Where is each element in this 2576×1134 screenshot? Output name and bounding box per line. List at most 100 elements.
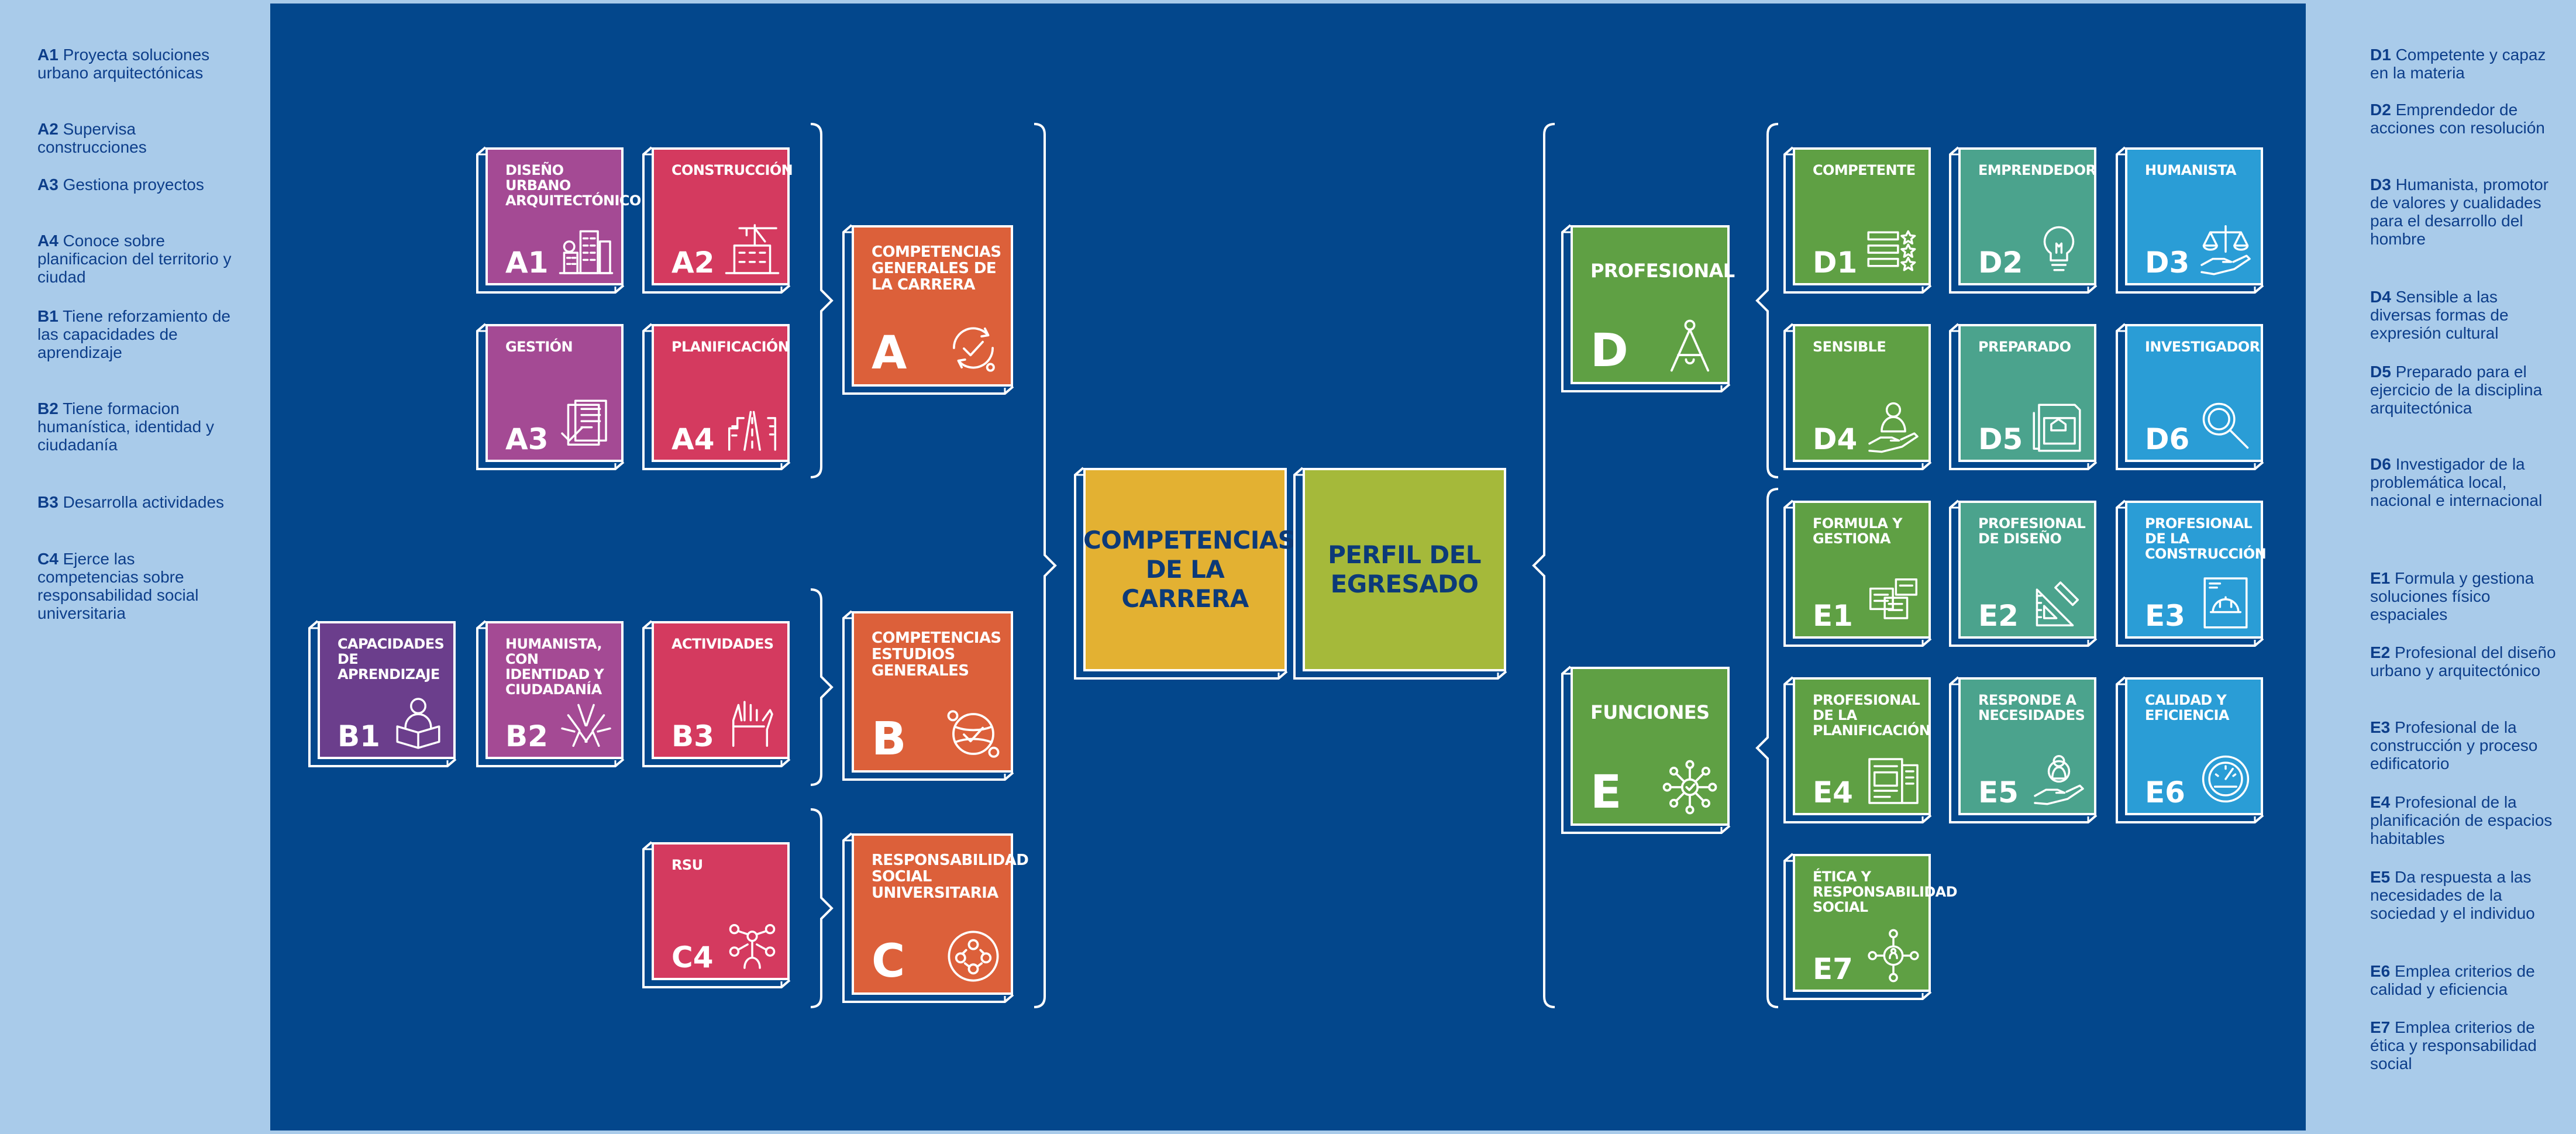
legend-code: E7 <box>2370 1018 2391 1036</box>
tile-frame <box>1783 146 1932 294</box>
tile-frame <box>842 832 1014 1003</box>
tile-code: A <box>872 327 907 380</box>
tile-face <box>1958 501 2096 639</box>
tile-frame <box>476 146 625 294</box>
legend-text: Gestiona proyectos <box>58 175 204 194</box>
tile-title: Perfil del egresado <box>1328 540 1481 598</box>
tile-title: Responde a necesidades <box>1978 692 2085 723</box>
legend-text: Tiene reforzamiento de las capacidades d… <box>37 307 230 361</box>
tile-title: Funciones <box>1590 701 1710 723</box>
tile-e7: Ética y responsabilidad socialE7 <box>1783 853 1958 1000</box>
legend-code: B2 <box>37 399 58 418</box>
tile-c4: RSU C4 <box>642 841 791 988</box>
tile-face <box>1793 324 1931 462</box>
tile-face <box>1303 468 1506 671</box>
tile-d1: CompetenteD1 <box>1783 146 1932 294</box>
tile-face <box>852 833 1013 995</box>
tile-title: Competente <box>1813 162 1916 178</box>
documents-icon <box>1869 578 1918 619</box>
legend-code: B3 <box>37 493 58 511</box>
tile-title: Preparado <box>1978 339 2071 355</box>
legend-code: E3 <box>2370 718 2391 736</box>
lightbulb-icon <box>2043 226 2075 271</box>
tile-frame <box>642 323 791 470</box>
tile-face <box>2125 147 2263 285</box>
tile-frame <box>642 146 791 294</box>
tile-title: RSU <box>671 857 703 873</box>
tile-e6: Calidad y eficienciaE6 <box>2116 676 2264 823</box>
bracket-d-group <box>1755 123 1779 478</box>
road-city-icon <box>728 411 777 451</box>
tile-a3: GestiónA3 <box>476 323 625 470</box>
tile-frame <box>476 620 625 767</box>
legend-code: D1 <box>2370 46 2391 64</box>
legend-text: Profesional de la planificación de espac… <box>2370 793 2553 847</box>
legend-text: Proyecta soluciones urbano arquitectónic… <box>37 46 210 82</box>
tile-d5: PreparadoD5 <box>1949 323 2098 470</box>
tile-code: A2 <box>671 246 715 280</box>
blueprint-icon <box>2033 404 2081 452</box>
tile-title: Profesional <box>1590 260 1735 282</box>
tile-code: A4 <box>671 422 715 456</box>
legend-code: E4 <box>2370 793 2391 811</box>
legend-item-d1: D1 Competente y capaz en la materia <box>2370 46 2557 82</box>
legend-code: B1 <box>37 307 58 325</box>
legend-item-e7: E7 Emplea criterios de ética y responsab… <box>2370 1018 2557 1073</box>
tile-frame <box>1783 853 1932 1000</box>
scale-hand-icon <box>2200 225 2251 275</box>
tile-code: E4 <box>1813 775 1853 809</box>
tile-frame <box>842 224 1014 395</box>
tile-frame <box>1949 499 2098 647</box>
community-network-icon <box>729 923 776 969</box>
tile-d3: HumanistaD3 <box>2116 146 2264 294</box>
star-list-icon <box>1867 230 1916 271</box>
legend-item-d6: D6 Investigador de la problemática local… <box>2370 455 2557 509</box>
tile-frame <box>2116 323 2264 470</box>
tile-code: B3 <box>671 719 714 753</box>
legend-item-c4: C4 Ejerce las competencias sobre respons… <box>37 550 239 622</box>
tile-d6: InvestigadorD6 <box>2116 323 2264 470</box>
legend-code: A1 <box>37 46 58 64</box>
legend-text: Investigador de la problemática local, n… <box>2370 455 2543 509</box>
legend-item-b1: B1 Tiene reforzamiento de las capacidade… <box>37 307 239 361</box>
legend-item-e4: E4 Profesional de la planificación de es… <box>2370 793 2557 847</box>
legend-item-a2: A2 Supervisa construcciones <box>37 120 239 156</box>
tile-face <box>1571 667 1730 826</box>
tile-face <box>652 842 790 980</box>
legend-code: A4 <box>37 232 58 250</box>
tile-code: C4 <box>671 940 714 974</box>
legend-item-e3: E3 Profesional de la construcción y proc… <box>2370 718 2557 773</box>
legend-code: D2 <box>2370 101 2391 119</box>
tile-title: Profesional de la construcción <box>2145 515 2267 562</box>
tile-b2: Humanista, con identidad y ciudadaníaB2 <box>476 620 625 767</box>
legend-text: Humanista, promotor de valores y cualida… <box>2370 175 2549 248</box>
tile-b: Competencias estudios generalesB <box>842 610 1014 781</box>
tile-e2: Profesional de diseñoE2 <box>1949 499 2098 647</box>
bracket-c-group <box>810 808 834 1008</box>
tile-title: Investigador <box>2145 339 2260 355</box>
legend-item-e5: E5 Da respuesta a las necesidades de la … <box>2370 868 2557 922</box>
tile-a: Competencias generales de la carreraA <box>842 224 1014 395</box>
legend-text: Conoce sobre planificacion del territori… <box>37 232 232 286</box>
tile-cc: Competencias de la carrera <box>1074 467 1296 680</box>
tile-face <box>2125 501 2263 639</box>
legend-item-d3: D3 Humanista, promotor de valores y cual… <box>2370 175 2557 248</box>
legend-item-d4: D4 Sensible a las diversas formas de exp… <box>2370 288 2557 342</box>
tile-code: E5 <box>1978 775 2019 809</box>
tile-a2: ConstrucciónA2 <box>642 146 793 294</box>
tile-e3: Profesional de la construcciónE3 <box>2116 499 2267 647</box>
social-network-icon <box>1868 929 1919 983</box>
buildings-icon <box>559 230 614 274</box>
network-icon <box>1662 760 1717 815</box>
tile-face <box>852 611 1013 773</box>
hands-together-icon <box>561 704 611 747</box>
legend-code: D6 <box>2370 455 2391 473</box>
tile-code: E3 <box>2145 599 2185 633</box>
tile-b1: Capacidades de aprendizajeB1 <box>308 620 457 767</box>
tile-code: C <box>872 935 905 988</box>
tile-title: Sensible <box>1813 339 1886 355</box>
legend-text: Profesional de la construcción y proceso… <box>2370 718 2538 773</box>
